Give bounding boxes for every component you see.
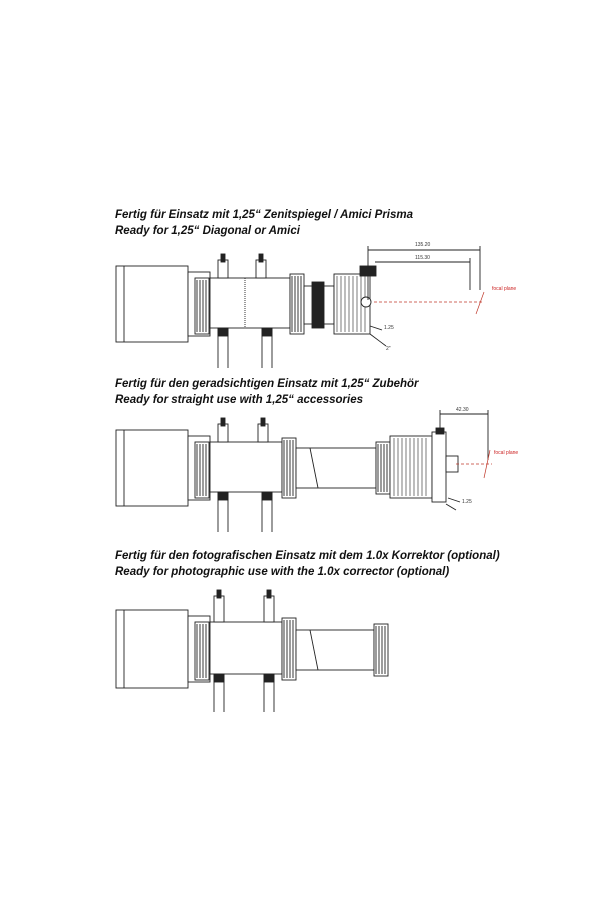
corrector-tube [295, 629, 375, 671]
dim-small-a-label: 1.25 [462, 499, 472, 505]
caption-english: Ready for straight use with 1,25“ access… [115, 394, 363, 406]
caption-zenith-diagonal: Fertig für Einsatz mit 1,25“ Zenitspiege… [115, 207, 600, 239]
telescope-drawing [115, 589, 389, 712]
dim-small-a-label: 1.25 [384, 325, 394, 331]
focuser-ring [196, 280, 207, 332]
focuser-body [209, 441, 283, 493]
caption-german: Fertig für den geradsichtigen Einsatz mi… [115, 378, 419, 390]
eyepiece-holder [389, 435, 433, 499]
focuser-body [209, 621, 283, 675]
dew-shield [115, 609, 189, 689]
telescope-diagram-photographic [0, 580, 600, 720]
caption-photographic-use: Fertig für den fotografischen Einsatz mi… [115, 548, 600, 580]
dim-top-label: 135.20 [415, 242, 431, 248]
dim-small-b-label: 2" [386, 346, 391, 352]
caption-english: Ready for 1,25“ Diagonal or Amici [115, 225, 300, 237]
telescope-drawing: 135.20 115.30 1.25 2" focal plane [115, 242, 516, 368]
caption-german: Fertig für den fotografischen Einsatz mi… [115, 550, 500, 562]
focal-plane-label: focal plane [494, 450, 518, 456]
dew-shield [115, 265, 189, 343]
caption-english: Ready for photographic use with the 1.0x… [115, 566, 450, 578]
caption-german: Fertig für Einsatz mit 1,25“ Zenitspiege… [115, 209, 414, 221]
dim-mid-label: 115.30 [415, 255, 430, 261]
corrector-ring [373, 623, 389, 677]
dew-shield [115, 429, 189, 507]
dim-top-label: 42.30 [456, 407, 469, 413]
caption-straight-use: Fertig für den geradsichtigen Einsatz mi… [115, 376, 600, 408]
telescope-diagram-diagonal: 135.20 115.30 1.25 2" focal plane [0, 230, 600, 370]
telescope-drawing: 42.30 1.25 focal plane [115, 407, 518, 532]
extension-tube [295, 447, 377, 489]
telescope-diagram-straight: 42.30 1.25 focal plane [0, 400, 600, 540]
focal-plane-label: focal plane [492, 286, 516, 292]
focuser-body [209, 277, 291, 329]
